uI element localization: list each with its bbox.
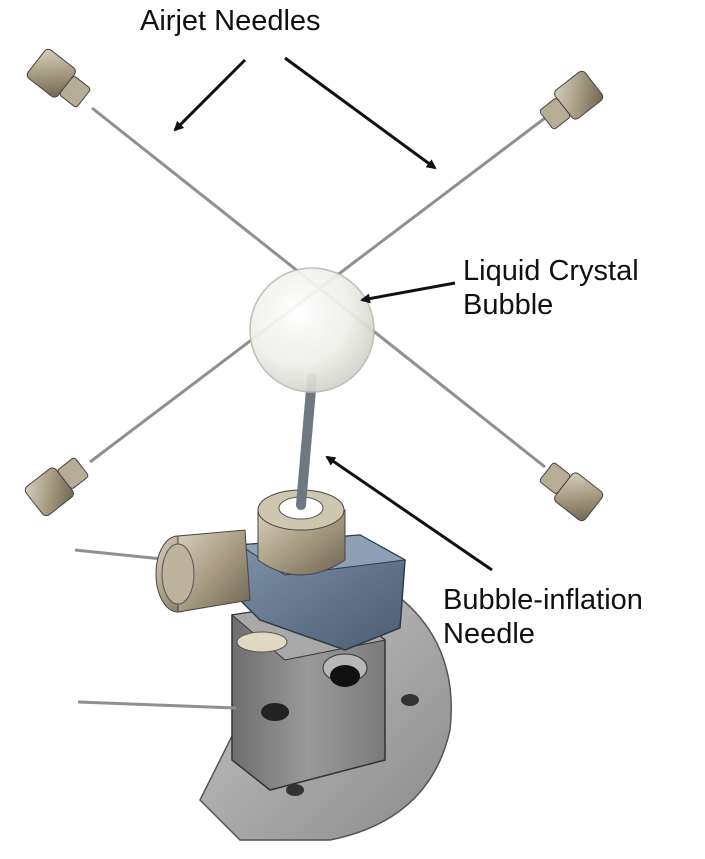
liquid-crystal-line1: Liquid Crystal bbox=[463, 255, 639, 287]
airjet-fitting-ne bbox=[539, 70, 604, 130]
arrow-airjet-right bbox=[284, 56, 437, 170]
liquid-crystal-bubble bbox=[249, 267, 375, 393]
bubble-inflation-needle-label: Bubble-inflation Needle bbox=[443, 583, 643, 651]
arrow-liquid-crystal bbox=[360, 281, 456, 304]
airjet-needles-label: Airjet Needles bbox=[140, 4, 321, 38]
bubble-inflation-line1: Bubble-inflation bbox=[443, 584, 643, 616]
airjet-fitting-se bbox=[539, 462, 604, 522]
arrow-bubble-inflation bbox=[325, 455, 493, 572]
liquid-crystal-bubble-label: Liquid Crystal Bubble bbox=[463, 254, 639, 322]
airjet-fitting-sw bbox=[24, 457, 89, 517]
inflation-needle bbox=[296, 373, 317, 510]
airjet-fitting-nw bbox=[26, 48, 91, 108]
airjet-needles-text: Airjet Needles bbox=[140, 5, 321, 37]
bubble-inflation-line2: Needle bbox=[443, 618, 535, 650]
side-needle-lower bbox=[77, 700, 237, 710]
arrow-airjet-left bbox=[173, 58, 247, 132]
liquid-crystal-line2: Bubble bbox=[463, 289, 554, 321]
side-needle-upper bbox=[74, 548, 173, 562]
side-fitting bbox=[155, 529, 251, 613]
lock-nut bbox=[322, 653, 368, 687]
